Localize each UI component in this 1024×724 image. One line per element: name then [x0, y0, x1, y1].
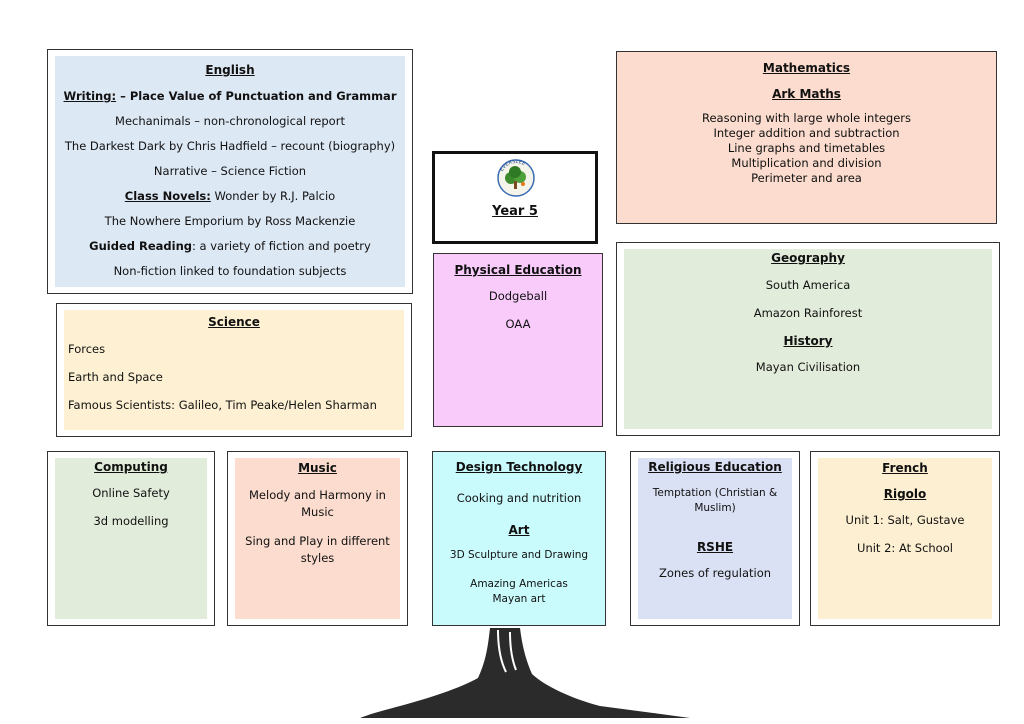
maths-list: Reasoning with large whole integers Inte…	[702, 111, 911, 186]
class-novels-line: Class Novels: Wonder by R.J. Palcio	[125, 189, 335, 204]
history-item: Mayan Civilisation	[755, 360, 861, 374]
re-title: Religious Education	[648, 460, 782, 474]
art-item: Amazing Americas	[470, 578, 568, 590]
maths-panel: Mathematics Ark Maths Reasoning with lar…	[616, 51, 997, 224]
writing-text: – Place Value of Punctuation and Grammar	[116, 89, 397, 103]
dt-item: Cooking and nutrition	[456, 491, 582, 505]
maths-content: Mathematics Ark Maths Reasoning with lar…	[624, 58, 989, 217]
english-novel: The Nowhere Emporium by Ross Mackenzie	[104, 214, 356, 228]
science-content: Science Forces Earth and Space Famous Sc…	[64, 310, 404, 430]
guided-reading-line: Guided Reading: a variety of fiction and…	[89, 239, 371, 254]
maths-title: Mathematics	[762, 61, 851, 75]
english-content: English Writing: – Place Value of Punctu…	[55, 56, 405, 287]
maths-item: Multiplication and division	[731, 156, 882, 170]
music-content: Music Melody and Harmony in Music Sing a…	[235, 458, 400, 619]
computing-title: Computing	[94, 460, 168, 474]
re-item: Temptation (Christian & Muslim)	[652, 487, 778, 514]
art-item: Mayan art	[492, 593, 546, 605]
dt-content: Design Technology Cooking and nutrition …	[440, 458, 598, 619]
maths-item: Line graphs and timetables	[727, 141, 886, 155]
english-item: Narrative – Science Fiction	[153, 164, 307, 178]
writing-label: Writing:	[63, 89, 117, 103]
music-item: Sing and Play in different styles	[245, 534, 390, 565]
music-item: Melody and Harmony in Music	[249, 488, 386, 519]
maths-item: Perimeter and area	[751, 171, 862, 185]
geography-panel: Geography South America Amazon Rainfores…	[616, 242, 1000, 436]
geography-item: South America	[765, 278, 851, 292]
rshe-item: Zones of regulation	[658, 566, 772, 580]
english-title: English	[205, 63, 255, 77]
tree-sketch-illustration	[360, 628, 690, 724]
science-panel: Science Forces Earth and Space Famous Sc…	[56, 303, 412, 437]
year-panel: EVERSLEE Year 5	[432, 151, 598, 244]
french-panel: French Rigolo Unit 1: Salt, Gustave Unit…	[810, 451, 1000, 626]
english-writing-line: Writing: – Place Value of Punctuation an…	[64, 89, 397, 104]
french-item: Unit 2: At School	[857, 541, 953, 555]
computing-item: Online Safety	[92, 486, 170, 500]
english-item: Mechanimals – non-chronological report	[115, 114, 345, 128]
religious-education-panel: Religious Education Temptation (Christia…	[630, 451, 800, 626]
maths-item: Integer addition and subtraction	[713, 126, 900, 140]
guided-reading-label: Guided Reading	[89, 239, 193, 253]
music-title: Music	[298, 461, 337, 475]
re-content: Religious Education Temptation (Christia…	[638, 458, 792, 619]
geography-title: Geography	[771, 251, 845, 265]
maths-item: Reasoning with large whole integers	[701, 111, 912, 125]
computing-item: 3d modelling	[93, 514, 169, 528]
pe-item: OAA	[505, 317, 531, 331]
english-item: The Darkest Dark by Chris Hadfield – rec…	[64, 139, 396, 153]
pe-content: Physical Education Dodgeball OAA	[441, 260, 595, 420]
class-novels-label: Class Novels:	[124, 189, 211, 203]
geography-content: Geography South America Amazon Rainfores…	[624, 249, 992, 429]
english-nonfiction: Non-fiction linked to foundation subject…	[113, 264, 347, 278]
science-title: Science	[208, 315, 260, 329]
class-novels-text: Wonder by R.J. Palcio	[210, 189, 336, 203]
pe-panel: Physical Education Dodgeball OAA	[433, 253, 603, 427]
guided-reading-text: : a variety of fiction and poetry	[192, 239, 371, 253]
school-logo: EVERSLEE	[497, 159, 535, 197]
science-item: Forces	[68, 342, 106, 356]
science-item: Famous Scientists: Galileo, Tim Peake/He…	[68, 398, 377, 412]
pe-item: Dodgeball	[488, 289, 548, 303]
pe-title: Physical Education	[454, 263, 582, 277]
art-title: Art	[508, 523, 530, 537]
french-item: Unit 1: Salt, Gustave	[845, 513, 965, 527]
french-content: French Rigolo Unit 1: Salt, Gustave Unit…	[818, 458, 992, 619]
french-title: French	[882, 461, 928, 475]
computing-panel: Computing Online Safety 3d modelling	[47, 451, 215, 626]
geography-item: Amazon Rainforest	[753, 306, 863, 320]
design-technology-panel: Design Technology Cooking and nutrition …	[432, 451, 606, 626]
french-subtitle: Rigolo	[883, 487, 927, 501]
maths-subtitle: Ark Maths	[772, 87, 841, 101]
computing-content: Computing Online Safety 3d modelling	[55, 458, 207, 619]
history-title: History	[783, 334, 833, 348]
art-item: 3D Sculpture and Drawing	[449, 549, 589, 561]
year-label: Year 5	[492, 204, 538, 219]
science-item: Earth and Space	[68, 370, 163, 384]
music-panel: Music Melody and Harmony in Music Sing a…	[227, 451, 408, 626]
english-panel: English Writing: – Place Value of Punctu…	[47, 49, 413, 294]
rshe-title: RSHE	[696, 540, 734, 554]
dt-title: Design Technology	[455, 460, 583, 474]
